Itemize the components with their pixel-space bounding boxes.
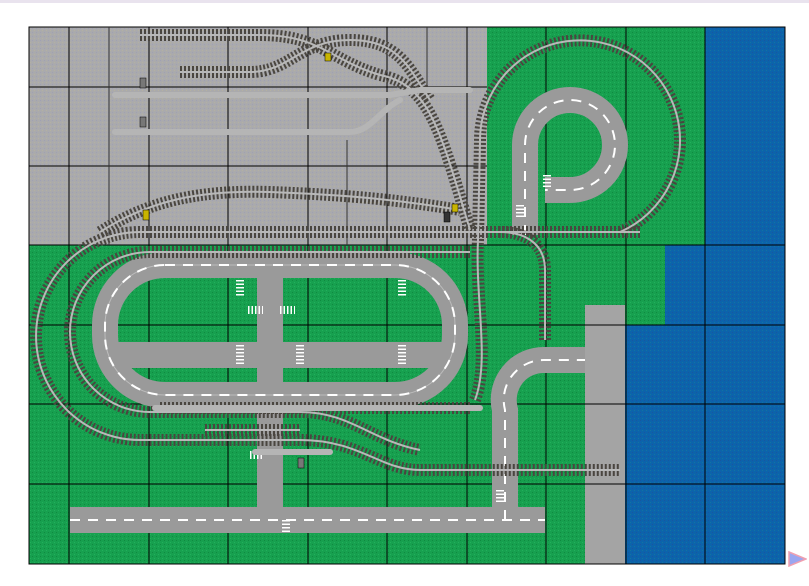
- signal-light-icon: [443, 211, 451, 223]
- signals: [139, 52, 459, 469]
- window-top-edge: [0, 0, 809, 3]
- signal-light-icon: [324, 52, 332, 62]
- platform-track-upper: [112, 87, 473, 98]
- roads: [70, 87, 628, 534]
- signal-light-icon: [139, 116, 147, 128]
- signal-light-icon: [142, 209, 150, 221]
- gray-road-strip: [585, 305, 625, 564]
- train-tracks: [30, 29, 686, 476]
- signal-light-icon: [297, 457, 305, 469]
- signal-light-icon: [451, 203, 459, 213]
- platform-track-lower: [112, 97, 403, 135]
- signal-light-icon: [139, 77, 147, 89]
- play-triangle-icon[interactable]: [787, 551, 807, 567]
- gray-baseplate-area: [29, 27, 487, 245]
